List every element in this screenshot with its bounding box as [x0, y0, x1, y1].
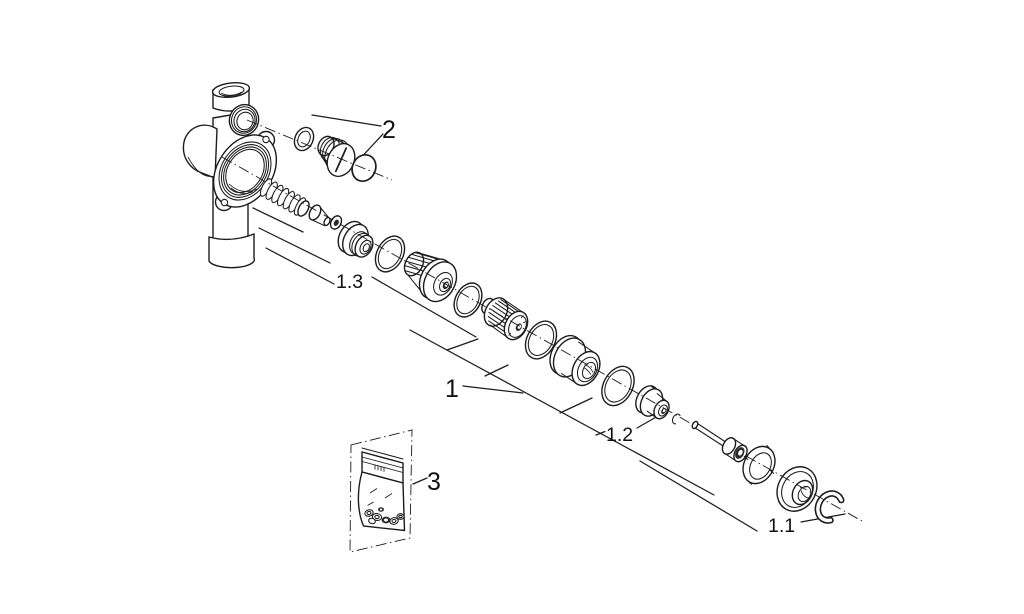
- port-gasket: [293, 126, 315, 152]
- screw-plug-kit: [293, 126, 377, 183]
- kit-boundary: [349, 429, 413, 553]
- c-clip: [814, 490, 845, 524]
- callout-1-3-label: 1.3: [336, 271, 363, 293]
- callout-1-label: 1: [445, 375, 459, 403]
- seal-kit-bag: [349, 429, 413, 553]
- ring-nut: [742, 444, 776, 485]
- screw-plug: [317, 135, 356, 178]
- o-ring: [524, 320, 558, 360]
- spring: [259, 178, 310, 217]
- o-ring: [601, 365, 635, 407]
- check-valve-cone: [308, 204, 331, 227]
- callout-1-2-label: 1.2: [606, 424, 633, 446]
- seat-plug: [337, 220, 374, 258]
- callout-labels: 2 1.3 1 1.2 1.1 3: [336, 116, 795, 537]
- callout-1-1-label: 1.1: [768, 515, 795, 537]
- side-port-axis-line: [246, 119, 393, 181]
- center-axis-lines: [221, 119, 863, 522]
- cartridge: [481, 297, 529, 341]
- spindle: [691, 420, 748, 463]
- retaining-nut: [403, 251, 458, 303]
- main-axis-line: [221, 156, 691, 424]
- callout-2-label: 2: [382, 116, 396, 144]
- main-axis-line-end: [745, 455, 863, 522]
- bag-seals: [364, 507, 405, 525]
- valve-body: [182, 81, 278, 269]
- step-bushing: [635, 385, 681, 425]
- seal-washer: [329, 215, 343, 230]
- callout-3-label: 3: [427, 468, 441, 496]
- o-ring: [374, 235, 406, 273]
- side-port: [228, 103, 260, 137]
